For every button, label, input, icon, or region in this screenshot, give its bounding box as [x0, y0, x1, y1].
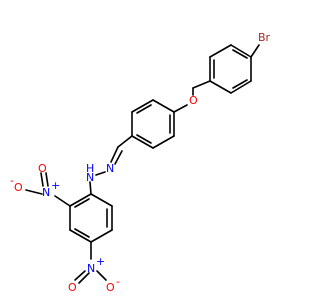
bond: [40, 172, 44, 187]
bond: [95, 171, 106, 176]
bond: [152, 99, 175, 113]
structure-canvas: Br O N N H N + O O - N + O O -: [10, 31, 271, 294]
bond: [250, 44, 260, 58]
bond: [54, 195, 71, 207]
bond: [96, 270, 107, 281]
bromine-label: Br: [258, 31, 271, 44]
nitro1-plus-label: +: [51, 179, 60, 192]
bond: [74, 228, 90, 238]
bond: [136, 134, 152, 144]
atom-labels: Br O N N H N + O O - N + O O -: [10, 31, 271, 294]
nitro1-oxygen-top-label: O: [38, 162, 47, 175]
nitro2-nitrogen-label: N: [87, 262, 95, 275]
nitro1-minus-label: -: [10, 174, 14, 187]
bond: [114, 150, 123, 165]
bond: [173, 104, 188, 113]
bond: [192, 80, 211, 89]
bond: [110, 146, 119, 163]
ether-oxygen-label: O: [189, 94, 198, 107]
bond: [69, 193, 92, 207]
bond: [152, 135, 175, 149]
bond: [25, 189, 43, 195]
bond: [117, 135, 133, 148]
bond: [232, 79, 248, 89]
bond: [45, 172, 49, 187]
bond: [69, 229, 92, 243]
bond: [209, 44, 232, 58]
nitro2-oxygen-left-label: O: [68, 281, 77, 294]
bond: [131, 135, 154, 149]
imine-nitrogen-label: N: [106, 162, 114, 175]
amine-hydrogen-label: H: [86, 162, 94, 175]
amine-nitrogen-label: N: [86, 171, 94, 184]
bond: [131, 99, 154, 113]
bonds: [25, 44, 260, 284]
nitro2-plus-label: +: [96, 255, 105, 268]
nitro1-nitrogen-label: N: [42, 186, 50, 199]
bond: [78, 272, 90, 284]
bond: [232, 49, 248, 59]
bond: [136, 104, 152, 114]
bond: [209, 80, 232, 94]
bond: [90, 229, 113, 243]
bond: [90, 193, 113, 207]
bond: [74, 270, 86, 281]
bond: [230, 44, 252, 58]
nitro1-oxygen-left-label: O: [14, 181, 23, 194]
bond: [74, 198, 90, 208]
bond: [89, 181, 92, 195]
nitro2-oxygen-right-label: O: [106, 281, 115, 294]
nitro2-minus-label: -: [116, 275, 120, 288]
bond: [230, 80, 252, 94]
molecule-structure: Br O N N H N + O O - N + O O -: [10, 31, 271, 294]
